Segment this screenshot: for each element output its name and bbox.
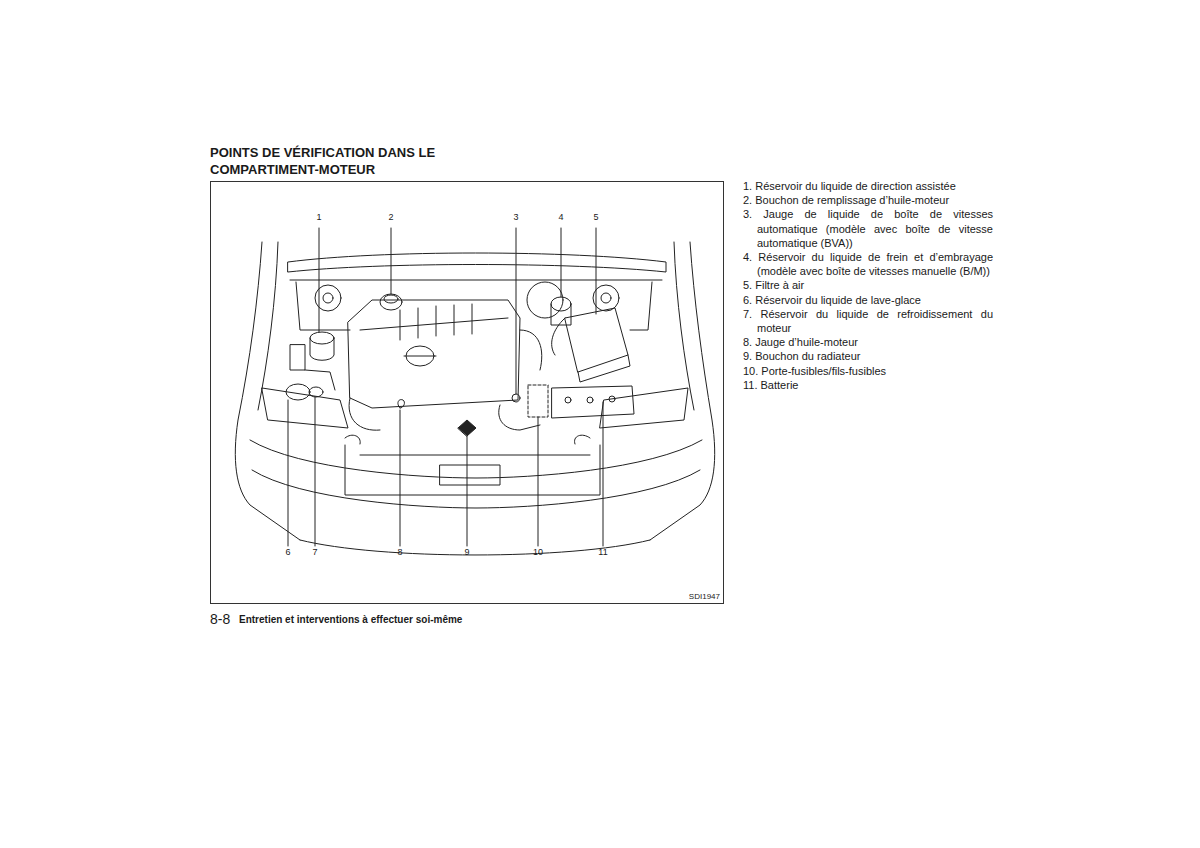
part-list-item: 4. Réservoir du liquide de frein et d’em… <box>743 250 993 278</box>
section-footer: Entretien et interventions à effectuer s… <box>239 614 462 626</box>
callout-number: 11 <box>593 547 613 558</box>
callout-number: 9 <box>457 547 477 558</box>
part-list-item: 9. Bouchon du radiateur <box>743 349 993 363</box>
callout-number: 3 <box>506 212 526 223</box>
part-list-item: 10. Porte-fusibles/fils-fusibles <box>743 364 993 378</box>
part-list-item: 5. Filtre à air <box>743 278 993 292</box>
callout-number: 4 <box>551 212 571 223</box>
callout-number: 5 <box>586 212 606 223</box>
callout-number: 2 <box>381 212 401 223</box>
part-list-item: 3. Jauge de liquide de boîte de vitesses… <box>743 207 993 250</box>
part-list-item: 11. Batterie <box>743 378 993 392</box>
callout-number: 7 <box>305 547 325 558</box>
part-list-item: 7. Réservoir du liquide de refroidisseme… <box>743 307 993 335</box>
page-number: 8-8 <box>210 611 230 627</box>
illustration-frame: SDI1947 <box>210 181 724 604</box>
part-list-item: 1. Réservoir du liquide de direction ass… <box>743 179 993 193</box>
callout-number: 8 <box>390 547 410 558</box>
legend-list: 1. Réservoir du liquide de direction ass… <box>743 179 993 392</box>
part-list-item: 8. Jauge d’huile-moteur <box>743 335 993 349</box>
callout-number: 6 <box>278 547 298 558</box>
part-list-item: 2. Bouchon de remplissage d’huile-moteur <box>743 193 993 207</box>
page-title: POINTS DE VÉRIFICATION DANS LE COMPARTIM… <box>210 144 460 178</box>
figure-code: SDI1947 <box>689 592 720 601</box>
callout-number: 1 <box>309 212 329 223</box>
callout-number: 10 <box>528 547 548 558</box>
part-list-item: 6. Réservoir du liquide de lave-glace <box>743 293 993 307</box>
